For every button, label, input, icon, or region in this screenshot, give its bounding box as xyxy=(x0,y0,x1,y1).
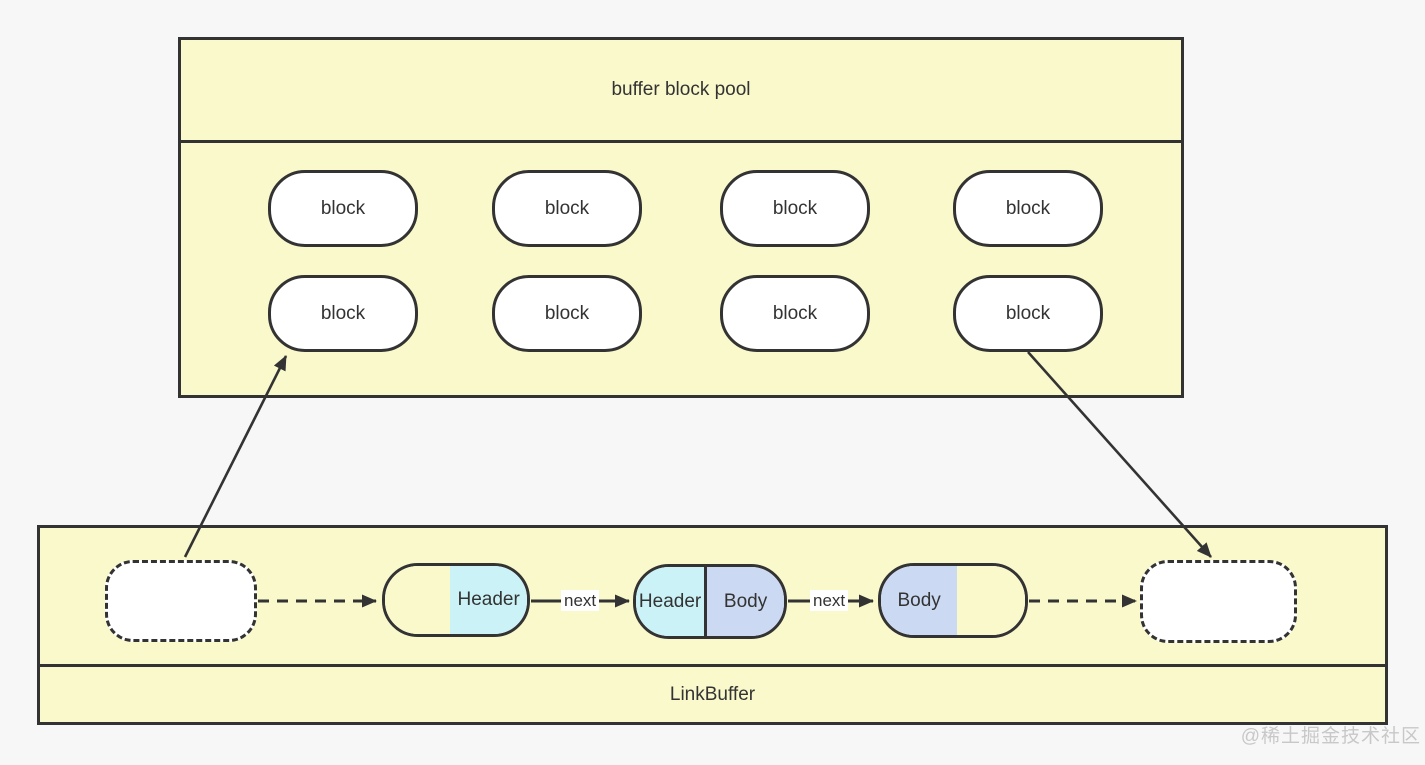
pool-block: block xyxy=(492,170,642,247)
pool-block: block xyxy=(953,170,1103,247)
pool-block: block xyxy=(492,275,642,352)
node-segment-header: Header xyxy=(636,567,708,636)
node-segment-empty xyxy=(385,566,451,634)
list-node-placeholder-left xyxy=(105,560,257,642)
list-node-placeholder-right xyxy=(1140,560,1297,643)
node-segment-header: Header xyxy=(450,566,527,634)
node-segment-body: Body xyxy=(881,566,958,635)
linkbuffer-title: LinkBuffer xyxy=(40,664,1385,722)
list-node-header: Header xyxy=(382,563,530,637)
pool-block: block xyxy=(953,275,1103,352)
node-segment-body: Body xyxy=(707,567,784,636)
pool-block: block xyxy=(268,170,418,247)
next-edge-label: next xyxy=(561,590,600,611)
pool-block: block xyxy=(268,275,418,352)
pool-block: block xyxy=(720,170,870,247)
node-segment-empty xyxy=(957,566,1025,635)
list-node-header-body: Header Body xyxy=(633,564,787,639)
pool-block: block xyxy=(720,275,870,352)
buffer-block-pool-title: buffer block pool xyxy=(181,40,1181,143)
next-edge-label: next xyxy=(810,590,849,611)
list-node-body: Body xyxy=(878,563,1028,638)
watermark-text: @稀土掘金技术社区 xyxy=(1240,726,1421,747)
